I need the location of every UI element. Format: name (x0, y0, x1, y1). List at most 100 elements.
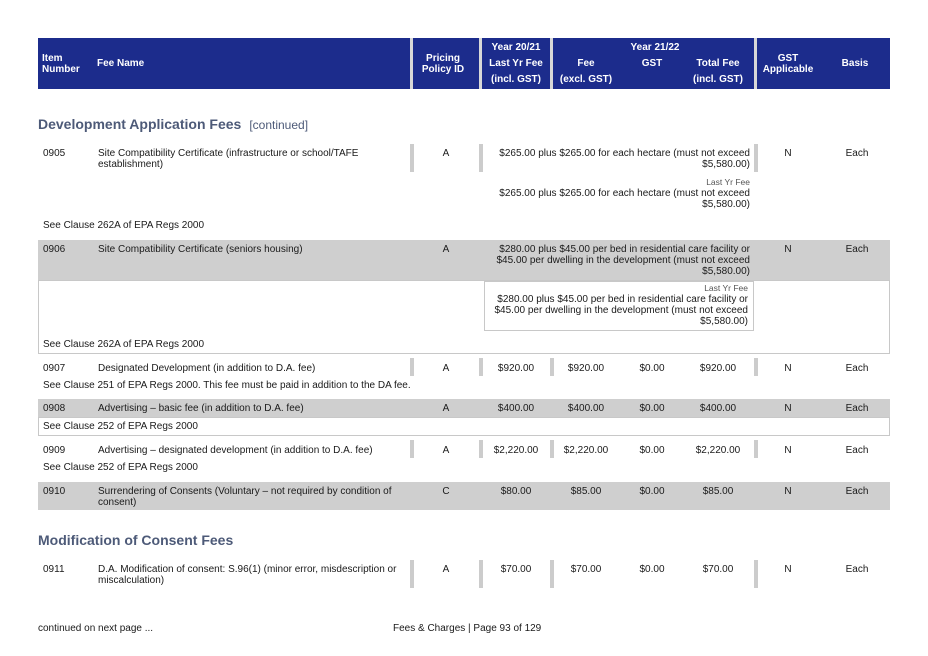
clause-note: See Clause 262A of EPA Regs 2000 (43, 220, 205, 231)
header-excl-gst: (excl. GST) (559, 74, 613, 85)
basis: Each (845, 363, 869, 374)
fee-text: $280.00 plus $45.00 per bed in residenti… (496, 244, 751, 277)
basis: Each (845, 148, 869, 159)
gst-applicable: N (784, 244, 792, 255)
clause-note: See Clause 252 of EPA Regs 2000 (43, 421, 198, 432)
last-yr-fee: $400.00 (497, 403, 535, 414)
gst-amount: $0.00 (639, 486, 665, 497)
pricing-policy: A (442, 564, 450, 575)
header-last-yr-fee: Last Yr Fee (489, 58, 543, 69)
total-fee: $400.00 (699, 403, 737, 414)
total-fee: $70.00 (702, 564, 734, 575)
column-divider (410, 358, 414, 376)
last-yr-fee: $920.00 (497, 363, 535, 374)
header-year-2122: Year 21/22 (630, 42, 680, 53)
fee-name: Designated Development (in addition to D… (98, 363, 316, 374)
section-title-modification: Modification of Consent Fees (38, 532, 234, 548)
table-row-0908: 0908 Advertising – basic fee (in additio… (38, 399, 890, 417)
basis: Each (845, 564, 869, 575)
row-0908-detail (38, 417, 890, 436)
fee-name: Surrendering of Consents (Voluntary – no… (98, 486, 392, 508)
basis: Each (845, 244, 869, 255)
column-divider (550, 358, 554, 376)
header-gst: GST (641, 58, 663, 69)
header-divider (410, 38, 413, 89)
item-number: 0907 (43, 363, 66, 374)
fee-name: Advertising – basic fee (in addition to … (98, 403, 304, 414)
last-yr-fee: $2,220.00 (493, 445, 539, 456)
item-number: 0905 (43, 148, 66, 159)
fee-name: Site Compatibility Certificate (seniors … (98, 244, 303, 255)
last-yr-box (484, 281, 754, 331)
basis: Each (845, 486, 869, 497)
table-row-0909: 0909 Advertising – designated developmen… (38, 438, 890, 478)
table-row-0910: 0910 Surrendering of Consents (Voluntary… (38, 482, 890, 510)
basis: Each (845, 403, 869, 414)
column-divider (479, 358, 483, 376)
fee-excl-gst: $85.00 (570, 486, 602, 497)
total-fee: $85.00 (702, 486, 734, 497)
pricing-policy: A (442, 148, 450, 159)
last-yr-block: Last Yr Fee $280.00 plus $45.00 per bed … (490, 283, 749, 327)
column-divider (479, 560, 483, 588)
gst-applicable: N (784, 363, 792, 374)
table-row-0905: 0905 Site Compatibility Certificate (inf… (38, 144, 890, 236)
gst-amount: $0.00 (639, 564, 665, 575)
gst-amount: $0.00 (639, 403, 665, 414)
pricing-policy: A (442, 445, 450, 456)
pricing-policy: A (442, 244, 450, 255)
header-basis: Basis (841, 58, 869, 69)
pricing-policy: A (442, 363, 450, 374)
fee-excl-gst: $920.00 (567, 363, 605, 374)
section-continued: [continued] (249, 118, 309, 132)
column-divider (754, 440, 758, 458)
last-yr-label: Last Yr Fee (706, 177, 750, 187)
last-yr-label: Last Yr Fee (704, 283, 748, 293)
table-header: Item Number Fee Name Pricing Policy ID Y… (38, 38, 890, 89)
header-year-2021: Year 20/21 (491, 42, 541, 53)
fee-name: Site Compatibility Certificate (infrastr… (98, 148, 359, 170)
column-divider (410, 560, 414, 588)
header-fee-name: Fee Name (97, 58, 145, 69)
item-number: 0908 (43, 403, 66, 414)
table-row-0911: 0911 D.A. Modification of consent: S.96(… (38, 560, 890, 590)
pricing-policy: A (442, 403, 450, 414)
item-number: 0906 (43, 244, 66, 255)
column-divider (754, 560, 758, 588)
column-divider (479, 144, 483, 172)
last-yr-fee: $80.00 (500, 486, 532, 497)
header-incl-gst: (incl. GST) (693, 74, 743, 85)
column-divider (410, 144, 414, 172)
fee-excl-gst: $2,220.00 (563, 445, 609, 456)
clause-note: See Clause 262A of EPA Regs 2000 (43, 339, 205, 350)
gst-applicable: N (784, 445, 792, 456)
fee-name: D.A. Modification of consent: S.96(1) (m… (98, 564, 397, 586)
table-row-0907: 0907 Designated Development (in addition… (38, 356, 890, 396)
continued-note: continued on next page ... (38, 623, 154, 634)
fee-excl-gst: $70.00 (570, 564, 602, 575)
column-divider (479, 440, 483, 458)
section-title-text: Development Application Fees (38, 116, 242, 132)
pricing-policy: C (442, 486, 450, 497)
total-fee: $2,220.00 (695, 445, 741, 456)
clause-note: See Clause 252 of EPA Regs 2000 (43, 462, 198, 473)
gst-applicable: N (784, 486, 792, 497)
column-divider (410, 440, 414, 458)
item-number: 0909 (43, 445, 66, 456)
total-fee: $920.00 (699, 363, 737, 374)
header-divider (754, 38, 757, 89)
gst-amount: $0.00 (639, 445, 665, 456)
last-yr-block: Last Yr Fee $265.00 plus $265.00 for eac… (490, 177, 750, 210)
gst-applicable: N (784, 148, 792, 159)
item-number: 0910 (43, 486, 66, 497)
clause-note: See Clause 251 of EPA Regs 2000. This fe… (43, 380, 411, 391)
table-row-0906: 0906 Site Compatibility Certificate (sen… (38, 240, 890, 280)
header-divider (550, 38, 553, 89)
fee-text: $265.00 plus $265.00 for each hectare (m… (499, 148, 750, 170)
fee-excl-gst: $400.00 (567, 403, 605, 414)
last-yr-fee: $70.00 (500, 564, 532, 575)
gst-applicable: N (784, 564, 792, 575)
column-divider (550, 440, 554, 458)
header-divider (479, 38, 482, 89)
last-yr-text: $265.00 plus $265.00 for each hectare (m… (499, 188, 750, 210)
